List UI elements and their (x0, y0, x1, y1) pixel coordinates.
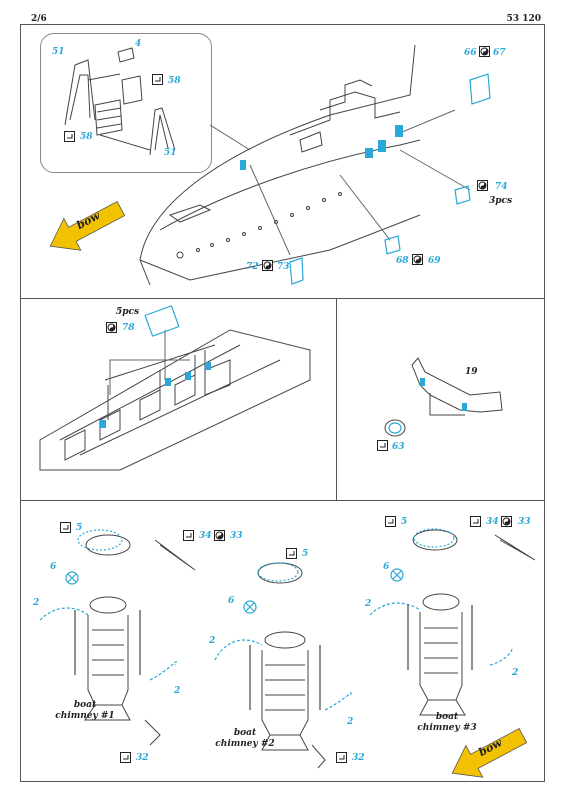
yin-yang-icon (412, 254, 423, 265)
part-58-label-2: 58 (80, 132, 93, 142)
part-2-label-6: 2 (512, 668, 519, 678)
fold-icon (385, 516, 396, 527)
chimney-1-drawing (84, 534, 196, 746)
chimney-2-drawing (257, 562, 326, 769)
part-73-label: 73 (277, 262, 290, 272)
part-4-label: 4 (135, 39, 142, 49)
part-19-label: 19 (465, 367, 478, 377)
part-6-label: 6 (50, 562, 57, 572)
part-2-label-4: 2 (347, 717, 354, 727)
yin-yang-icon (262, 260, 273, 271)
bow-arrow-top (49, 200, 126, 251)
part-63-label: 63 (392, 442, 405, 452)
part-34-label: 34 (199, 531, 212, 541)
deck-plan (39, 329, 311, 471)
yin-yang-icon (501, 516, 512, 527)
chimney-3-drawing (412, 529, 536, 716)
part-66-label: 66 (464, 48, 477, 58)
part-69-label: 69 (428, 256, 441, 266)
divider-bottom (20, 500, 545, 501)
quantity-5pcs: 5pcs (116, 307, 140, 317)
fold-icon (470, 516, 481, 527)
part-2-label-2: 2 (174, 686, 181, 696)
part-5-label: 5 (76, 523, 83, 533)
part-2-label-3: 2 (209, 636, 216, 646)
part-51-label: 51 (52, 47, 65, 57)
part-58-label: 58 (168, 76, 181, 86)
fold-icon (60, 522, 71, 533)
part-72-label: 72 (246, 262, 259, 272)
part-34-label-2: 34 (486, 517, 499, 527)
fold-icon (64, 131, 75, 142)
bow-arrow-bottom (451, 727, 528, 778)
fold-icon (152, 74, 163, 85)
quantity-3pcs: 3pcs (489, 196, 513, 206)
part-2-label-5: 2 (365, 599, 372, 609)
fold-icon (336, 752, 347, 763)
part-33-label: 33 (230, 531, 243, 541)
part-74-label: 74 (495, 182, 508, 192)
part-32-label-2: 32 (352, 753, 365, 763)
part-2-label: 2 (33, 598, 40, 608)
instruction-frame (20, 24, 545, 782)
part-5-label-3: 5 (401, 517, 408, 527)
fold-icon (377, 440, 388, 451)
page-number: 2/6 (31, 14, 47, 24)
superstructure (289, 91, 401, 136)
kit-code: 53 120 (506, 14, 541, 24)
yin-yang-icon (106, 322, 117, 333)
part-5-label-2: 5 (302, 549, 309, 559)
part-32-label: 32 (136, 753, 149, 763)
fold-icon (120, 752, 131, 763)
yin-yang-icon (214, 530, 225, 541)
fold-icon (183, 530, 194, 541)
hull-outline (139, 44, 421, 286)
part-6-label-3: 6 (383, 562, 390, 572)
divider-top (20, 298, 545, 299)
divider-middle (336, 298, 337, 500)
part-33-label-2: 33 (518, 517, 531, 527)
part-6-label-2: 6 (228, 596, 235, 606)
yin-yang-icon (479, 46, 490, 57)
yin-yang-icon (477, 180, 488, 191)
part-68-label: 68 (396, 256, 409, 266)
part-51-label-2: 51 (164, 148, 177, 158)
part-67-label: 67 (493, 48, 506, 58)
gun-shield (411, 357, 503, 413)
ladder-detail-inset (40, 33, 212, 173)
fold-icon (286, 548, 297, 559)
part-78-label: 78 (122, 323, 135, 333)
